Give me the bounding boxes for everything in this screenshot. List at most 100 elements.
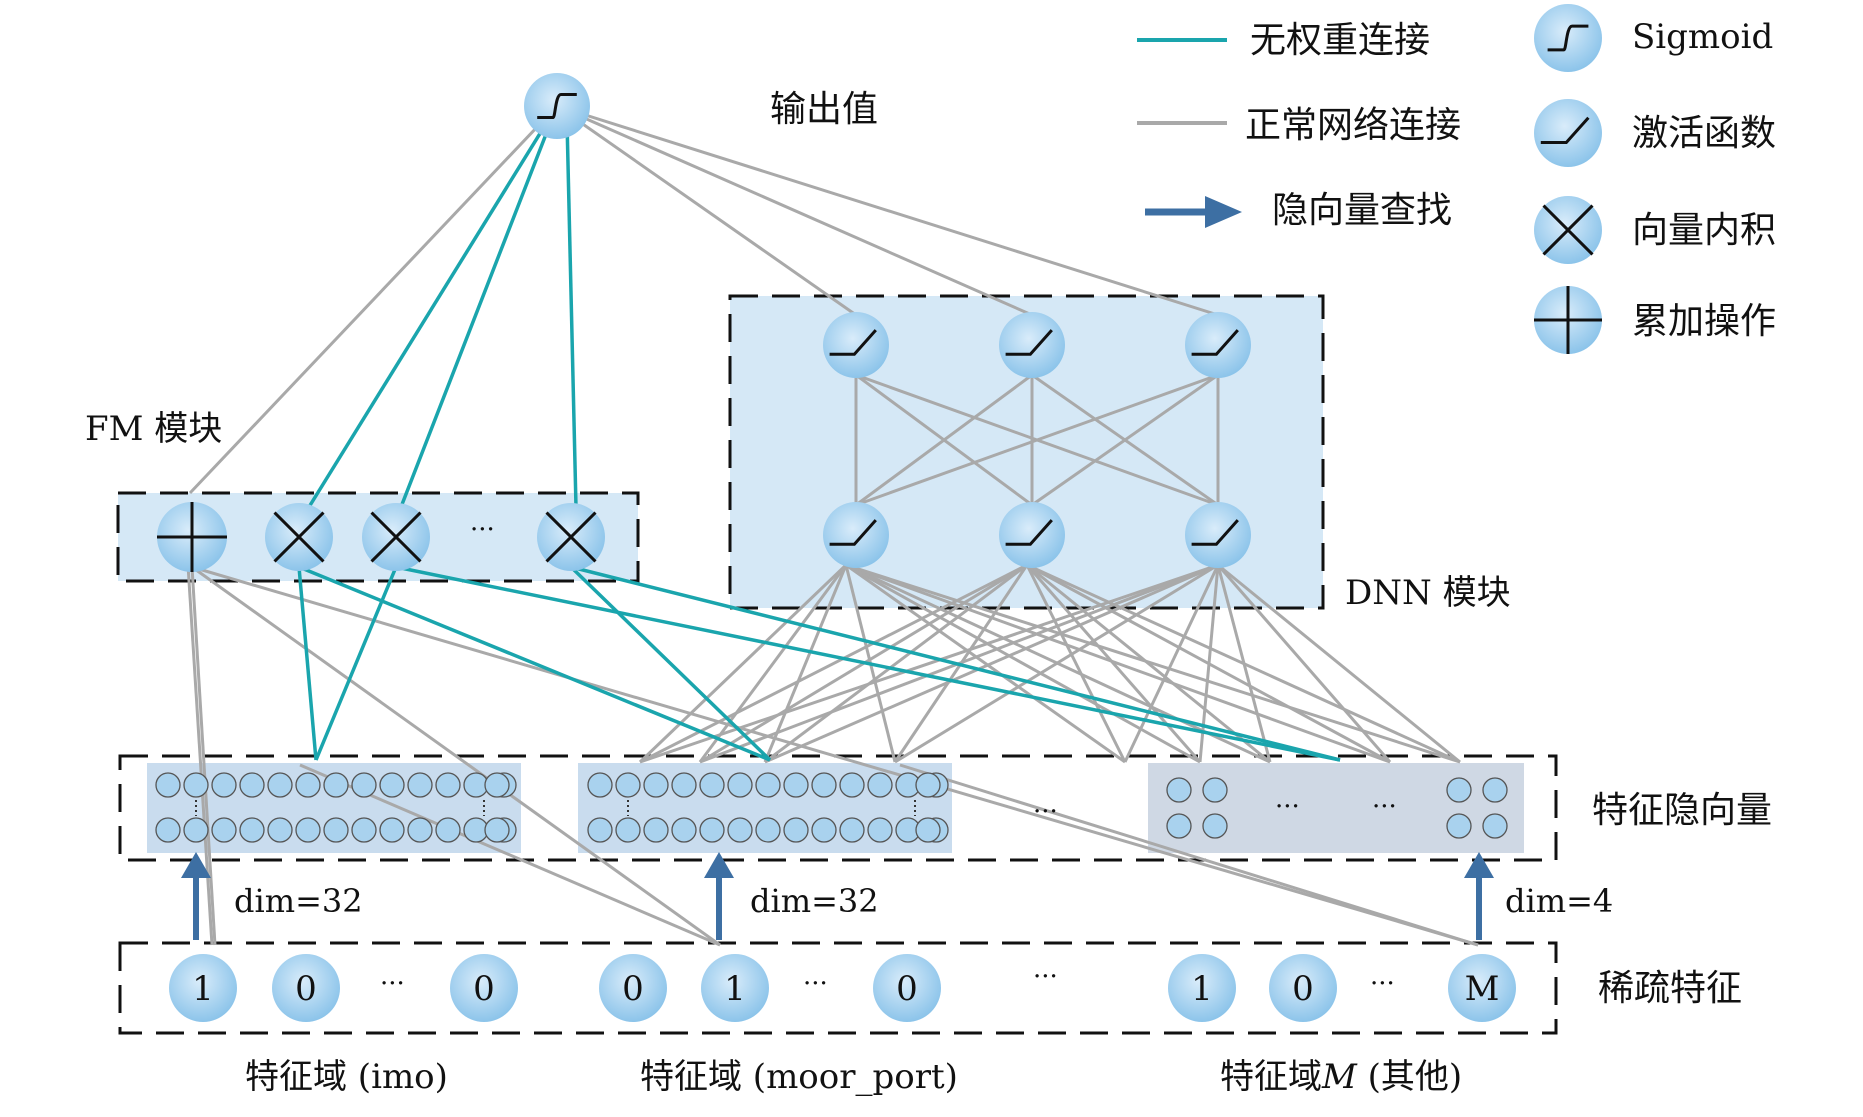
emb1-row2-5 [295,817,321,843]
emb2-row1-6 [755,772,781,798]
lookup-arrows [181,852,1494,940]
sparse-feature-value-4: 1 [724,969,746,1009]
dnn-module-label: DNN 模块 [1345,573,1511,613]
emb2-row1-9 [839,772,865,798]
emb1-row1-7 [351,772,377,798]
line-dnn-emb-2-2 [764,563,1219,764]
output-label: 输出值 [770,89,878,130]
sparse-ellipsis-mid: ··· [1033,962,1058,992]
fm-inner-product-node-1-glyph [273,511,325,563]
line-dnn-emb-1-5 [1025,564,1202,763]
line-sum-sparse-2 [191,565,721,947]
line-dnn-1-0 [855,373,1033,507]
fm-ellipsis: ··· [470,515,495,545]
latent-ellipsis-b: ··· [1372,792,1397,822]
emb3-right-top-1 [1482,777,1508,803]
dnn-top-node-1-glyph [1005,329,1053,356]
emb1-row1-5 [295,772,321,798]
output-sigmoid-node-glyph [537,92,577,120]
legend-sigmoid-icon-glyph [1547,24,1589,52]
sparse-feature-node-5 [873,954,941,1022]
teal-output-x3 [565,120,578,508]
dim-label-moor-port: dim=32 [750,882,879,920]
line-dnn-2-0 [855,373,1219,507]
line-sum-sparse-1 [190,566,217,946]
sparse-feature-label: 稀疏特征 [1598,968,1742,1009]
sparse-feature-value-0: 1 [192,969,214,1009]
dnn-top-node-0-glyph [829,329,877,356]
line-dnn-2-1 [1031,373,1219,507]
emb1-row2-1 [183,817,209,843]
legend-activation-icon-glyph [1540,116,1590,145]
teal-output-x1 [307,105,559,508]
line-dnn-emb-1-0 [639,563,1028,764]
teal-x1-emb1 [297,566,318,761]
field-label-imo: 特征域 (imo) [245,1057,448,1097]
line-dnn-emb-0-1 [698,564,848,763]
line-output-dnn-2 [556,104,1219,317]
field-label-other-prefix: 特征域 [1220,1057,1322,1097]
sparse-feature-value-1: 0 [295,969,317,1009]
sparse-feature-node-4 [701,954,769,1022]
line-dnn-emb-2-5 [1198,564,1220,763]
emb1-row2-6 [323,817,349,843]
emb1-row1-9 [407,772,433,798]
normal-connections [186,104,1479,947]
line-dnn-emb-2-3 [894,563,1219,764]
line-dnn-emb-1-6 [1026,563,1271,764]
sparse-feature-node-0 [169,954,237,1022]
emb2-row1-5 [727,772,753,798]
legend-lookup-arrowhead [1205,196,1242,228]
emb3-right-bottom-0 [1446,813,1472,839]
emb2-last-top-0 [915,772,941,798]
legend: 无权重连接 正常网络连接 隐向量查找 Sigmoid 激活函数 向量内积 累加操… [1137,4,1776,354]
legend-sigmoid-label: Sigmoid [1632,17,1773,57]
dnn-bottom-node-0 [823,502,889,568]
emb1-row2-9 [407,817,433,843]
dnn-bottom-node-1-glyph [1005,519,1053,546]
emb2-row1-8 [811,772,837,798]
emb2-row1-1 [615,772,641,798]
emb1-row2-2 [211,817,237,843]
emb1-row1-10 [435,772,461,798]
emb1-row1-3 [239,772,265,798]
legend-activation-label: 激活函数 [1632,113,1776,154]
legend-sum-icon-glyph [1534,286,1602,354]
emb1-row1-8 [379,772,405,798]
emb1-row1-6 [323,772,349,798]
sparse-feature-value-2: 0 [473,969,495,1009]
emb2-row2-9 [839,817,865,843]
line-dnn-emb-0-7 [845,563,1391,764]
line-dnn-emb-0-0 [638,563,848,764]
emb1-row1-4 [267,772,293,798]
field-label-moor-port: 特征域 (moor_port) [640,1057,958,1097]
latent-ellipsis-a: ··· [1275,792,1300,822]
sparse-ellipsis-3: ··· [1370,969,1395,999]
sparse-feature-value-5: 0 [896,969,918,1009]
emb1-row2-8 [379,817,405,843]
line-sum-sparse-3 [191,565,1479,947]
emb3-right-bottom-1 [1482,813,1508,839]
line-emb-sparse-b [899,763,1479,947]
line-dnn-emb-2-8 [1217,563,1461,764]
sparse-feature-node-7 [1269,954,1337,1022]
emb3-left-bottom-1 [1202,813,1228,839]
line-output-fm-sum [188,104,559,495]
fm-module-label: FM 模块 [85,409,222,449]
emb3-left-top-0 [1166,777,1192,803]
teal-output-x2 [399,105,559,508]
line-output-dnn-1 [556,104,1033,317]
sparse-feature-node-8 [1448,954,1516,1022]
teal-x3-emb3 [570,565,1341,762]
emb2-row2-4 [699,817,725,843]
emb2-row1-2 [643,772,669,798]
emb2-row2-8 [811,817,837,843]
emb2-row1-0 [587,772,613,798]
sparse-feature-value-8: M [1465,969,1500,1009]
teal-x2-emb1 [314,566,398,761]
sparse-feature-box [118,941,1558,1035]
field-label-other: 特征域M (其他) [1220,1057,1462,1097]
line-output-dnn-0 [556,104,857,317]
legend-lookup-label: 隐向量查找 [1272,190,1452,231]
